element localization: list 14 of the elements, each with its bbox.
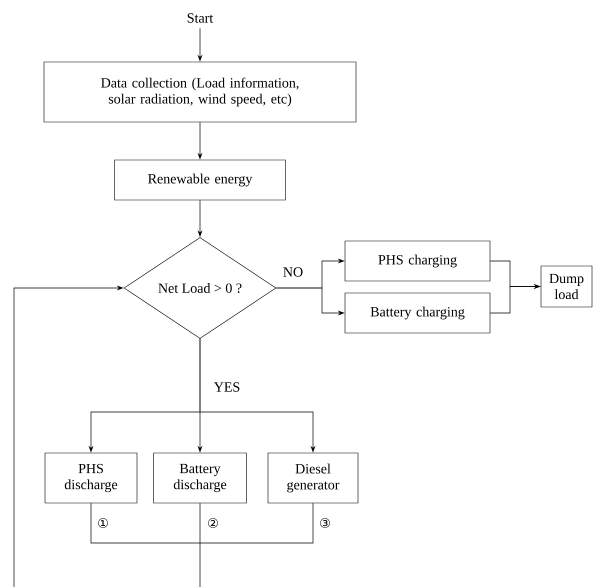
process-box: Data collection (Load information, solar radiation, wind speed, etc) bbox=[44, 62, 356, 122]
process-box: Renewable energy bbox=[114, 160, 286, 200]
callout-number: ③ bbox=[320, 518, 330, 528]
process-box: PHS discharge bbox=[44, 452, 138, 504]
edge-label: YES bbox=[214, 382, 240, 392]
edge-label: NO bbox=[283, 267, 303, 277]
process-box: Dump load bbox=[540, 266, 592, 308]
callout-number: ② bbox=[208, 518, 218, 528]
process-box: Diesel generator bbox=[268, 452, 358, 504]
callout-number: ① bbox=[98, 518, 108, 528]
process-box: PHS charging bbox=[344, 240, 490, 282]
start-label: Start bbox=[188, 13, 214, 23]
process-box: Battery discharge bbox=[153, 452, 247, 504]
process-box: Battery charging bbox=[344, 292, 490, 334]
